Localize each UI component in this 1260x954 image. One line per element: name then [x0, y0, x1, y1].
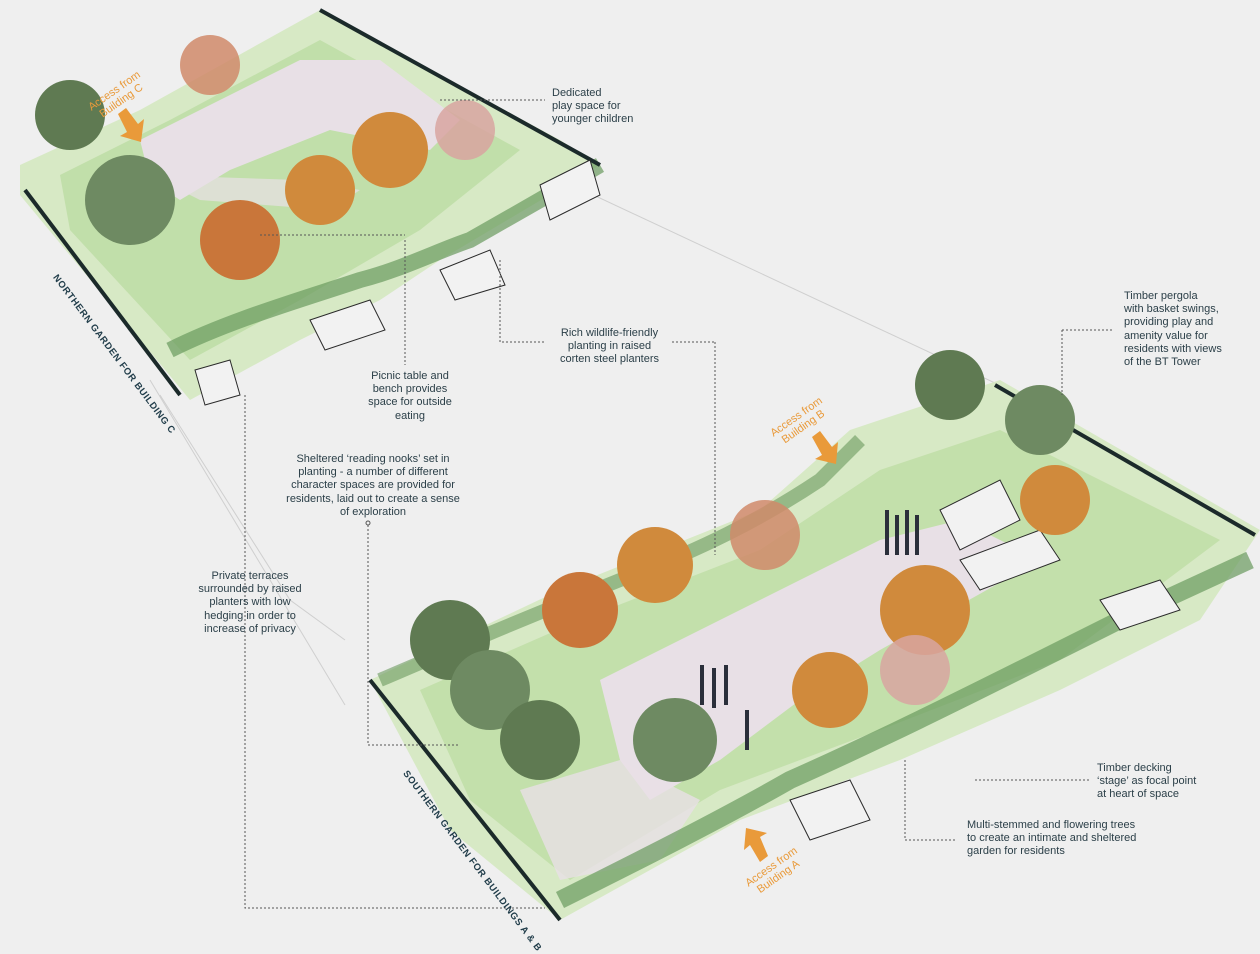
- faint-guide-lines: [149, 169, 1011, 706]
- annotation-line: Timber decking: [1097, 762, 1172, 774]
- annotation-multi-stemmed-trees: Multi-stemmed and flowering trees to cre…: [967, 819, 1157, 859]
- trees-southern: [410, 350, 1090, 782]
- annotation-picnic: Picnic table and bench provides space fo…: [355, 370, 465, 423]
- annotation-line: Multi-stemmed and flowering trees: [967, 819, 1136, 831]
- annotation-line: at heart of space: [1097, 788, 1179, 801]
- annotation-line: Sheltered ‘reading nooks’ set in: [296, 453, 450, 465]
- annotation-line: ‘stage’ as focal point: [1097, 775, 1197, 788]
- annotation-line: providing play and: [1124, 316, 1214, 329]
- annotation-line: corten steel planters: [559, 353, 660, 366]
- annotation-line: hedging in order to: [204, 609, 296, 622]
- southern-garden: [368, 350, 1260, 922]
- annotation-line: planting in raised: [567, 340, 652, 353]
- annotation-line: Private terraces: [211, 570, 289, 582]
- annotation-line: surrounded by raised: [198, 583, 302, 596]
- annotation-line: of the BT Tower: [1124, 356, 1201, 369]
- annotation-line: Rich wildlife-friendly: [560, 327, 659, 339]
- arrow-up-left-icon: [744, 828, 768, 862]
- annotation-line: to create an intimate and sheltered: [967, 832, 1137, 845]
- annotation-line: residents with views: [1124, 342, 1222, 355]
- leader-origin-dot: [365, 520, 371, 526]
- annotation-line: play space for: [552, 100, 621, 113]
- annotation-wildlife-planting: Rich wildlife-friendly planting in raise…: [547, 327, 672, 367]
- annotation-line: garden for residents: [967, 845, 1065, 858]
- northern-garden: [20, 8, 605, 406]
- people-figures: [700, 510, 919, 750]
- annotation-line: space for outside: [368, 396, 452, 409]
- annotation-line: Timber pergola: [1124, 290, 1198, 302]
- annotation-reading-nooks: Sheltered ‘reading nooks’ set in plantin…: [282, 453, 464, 519]
- annotation-line: planters with low: [209, 596, 291, 609]
- annotation-line: younger children: [552, 113, 634, 126]
- leader-lines: [244, 99, 1112, 909]
- annotation-line: amenity value for: [1124, 329, 1208, 342]
- annotation-line: bench provides: [372, 383, 448, 396]
- annotation-play-space: Dedicated play space for younger childre…: [552, 87, 662, 127]
- arrow-down-right-icon: [118, 108, 144, 142]
- annotation-pergola: Timber pergola with basket swings, provi…: [1124, 290, 1254, 369]
- annotation-line: eating: [395, 409, 425, 422]
- annotation-line: Dedicated: [552, 87, 602, 99]
- annotation-line: character spaces are provided for: [291, 479, 455, 492]
- annotation-line: with basket swings,: [1124, 303, 1219, 316]
- annotation-private-terraces: Private terraces surrounded by raised pl…: [188, 570, 312, 636]
- annotation-line: planting - a number of different: [298, 466, 448, 479]
- annotation-line: of exploration: [339, 505, 407, 518]
- annotation-line: increase of privacy: [204, 622, 296, 635]
- annotation-decking-stage: Timber decking ‘stage’ as focal point at…: [1097, 762, 1217, 802]
- arrow-down-right-icon: [812, 431, 838, 464]
- annotation-line: residents, laid out to create a sense: [286, 492, 460, 505]
- annotation-line: Picnic table and: [371, 370, 449, 382]
- trees-northern: [35, 35, 495, 280]
